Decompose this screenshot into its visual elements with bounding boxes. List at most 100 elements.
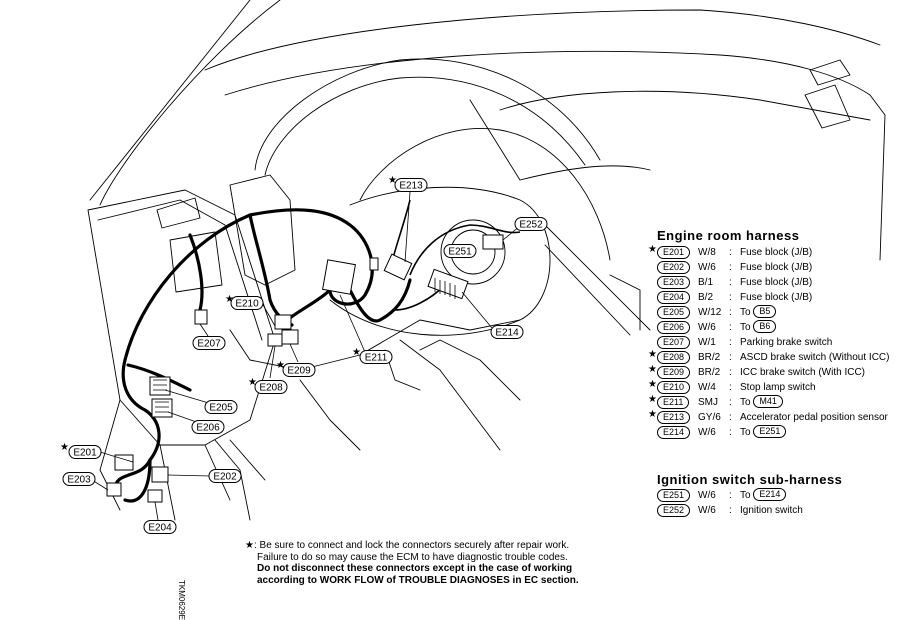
tag-frame-e208 <box>254 380 288 394</box>
reference-connector: B5 <box>753 305 777 318</box>
separator: : <box>729 307 732 318</box>
wire-color-pins: SMJ <box>698 397 718 408</box>
tag-e213: E213 <box>399 181 423 192</box>
connector-code: E210 <box>657 381 691 394</box>
tag-frame-e201 <box>68 445 102 459</box>
wire-color-pins: W/6 <box>698 322 716 333</box>
connector-row-e206: E206 W/6: To B6 <box>648 320 913 335</box>
star-icon: ★ <box>648 349 657 360</box>
connector-description: To E214 <box>740 488 787 503</box>
connector-code: E211 <box>657 396 690 409</box>
star-icon: ★ <box>388 175 397 186</box>
connector-description: Fuse block (J/B) <box>740 277 813 288</box>
tag-e201: E201 <box>73 448 97 459</box>
connector-code: E209 <box>657 366 691 379</box>
tag-frame-e252 <box>514 217 548 231</box>
wire-color-pins: GY/6 <box>698 412 721 423</box>
wire-color-pins: B/2 <box>698 292 714 303</box>
star-icon: ★ <box>648 379 657 390</box>
tag-e209: E209 <box>287 366 311 377</box>
star-icon: ★ <box>60 442 69 453</box>
separator: : <box>729 277 732 288</box>
connector-description: To E251 <box>740 425 787 440</box>
connector-bodies <box>106 234 504 503</box>
connector-pins <box>153 278 456 413</box>
wire-color-pins: W/1 <box>698 337 716 348</box>
separator: : <box>729 292 732 303</box>
reference-connector: B6 <box>753 320 777 333</box>
repair-note: ★: Be sure to connect and lock the conne… <box>245 540 579 586</box>
wire-color-pins: W/6 <box>698 505 716 516</box>
connector-description: To B6 <box>740 320 777 335</box>
wire-color-pins: BR/2 <box>698 367 721 378</box>
tag-e202: E202 <box>213 472 237 483</box>
separator: : <box>729 367 732 378</box>
star-icon: ★ <box>648 409 657 420</box>
connector-description: Parking brake switch <box>740 337 833 348</box>
tag-e205: E205 <box>209 403 233 414</box>
note-line-1: : Be sure to connect and lock the connec… <box>253 540 570 551</box>
wire-harness <box>113 208 412 503</box>
tag-frame-e210 <box>230 296 264 310</box>
connector-row-e209: ★E209 BR/2: ICC brake switch (With ICC) <box>648 364 913 380</box>
tag-frame-e205 <box>204 400 238 414</box>
star-icon: ★ <box>276 360 285 371</box>
tag-frame-e214 <box>490 325 524 339</box>
star-icon: ★ <box>248 377 257 388</box>
separator: : <box>729 322 732 333</box>
reference-connector: E214 <box>753 488 787 501</box>
connector-description: ICC brake switch (With ICC) <box>740 367 866 378</box>
tag-e208: E208 <box>259 383 283 394</box>
tag-frame-e206 <box>191 420 225 434</box>
reference-connector: E251 <box>753 425 787 438</box>
note-line-4: according to WORK FLOW of TROUBLE DIAGNO… <box>257 574 579 586</box>
note-line-2: Failure to do so may cause the ECM to ha… <box>257 551 568 563</box>
note-line-3: Do not disconnect these connectors excep… <box>257 563 573 574</box>
connector-description: Fuse block (J/B) <box>740 292 813 303</box>
separator: : <box>729 382 732 393</box>
connector-description: To B5 <box>740 305 777 320</box>
tag-frame-e203 <box>62 472 96 486</box>
tag-frame-e204 <box>143 520 177 534</box>
wire-color-pins: BR/2 <box>698 352 721 363</box>
tag-e251: E251 <box>448 247 472 258</box>
figure-code: TKM0629E <box>177 580 186 620</box>
star-icon: ★ <box>648 364 657 375</box>
separator: : <box>729 247 732 258</box>
ignition-switch-sub-harness-title: Ignition switch sub-harness <box>657 472 843 487</box>
tag-frame-e211 <box>359 350 393 364</box>
separator: : <box>729 352 732 363</box>
connector-code: E208 <box>657 351 691 364</box>
tag-e211: E211 <box>365 353 388 364</box>
tag-e207: E207 <box>197 339 221 350</box>
connector-description: Fuse block (J/B) <box>740 262 813 273</box>
tag-frame-e213 <box>394 178 428 192</box>
connector-code: E252 <box>657 504 691 517</box>
engine-room-harness-title: Engine room harness <box>657 228 800 243</box>
tag-e203: E203 <box>67 475 91 486</box>
connector-code: E203 <box>657 276 691 289</box>
connector-code: E206 <box>657 321 691 334</box>
wire-color-pins: B/1 <box>698 277 714 288</box>
separator: : <box>729 490 732 501</box>
tag-e252: E252 <box>519 220 543 231</box>
wire-color-pins: W/4 <box>698 382 716 393</box>
connector-description: Ignition switch <box>740 505 803 516</box>
star-icon: ★ <box>352 347 361 358</box>
separator: : <box>729 337 732 348</box>
star-icon: ★ <box>245 540 254 551</box>
tag-e210: E210 <box>235 299 259 310</box>
connector-code: E251 <box>657 489 691 502</box>
separator: : <box>729 427 732 438</box>
tag-frame-e251 <box>443 244 477 258</box>
connector-description: Accelerator pedal position sensor <box>740 412 888 423</box>
tag-frame-e207 <box>192 336 226 350</box>
